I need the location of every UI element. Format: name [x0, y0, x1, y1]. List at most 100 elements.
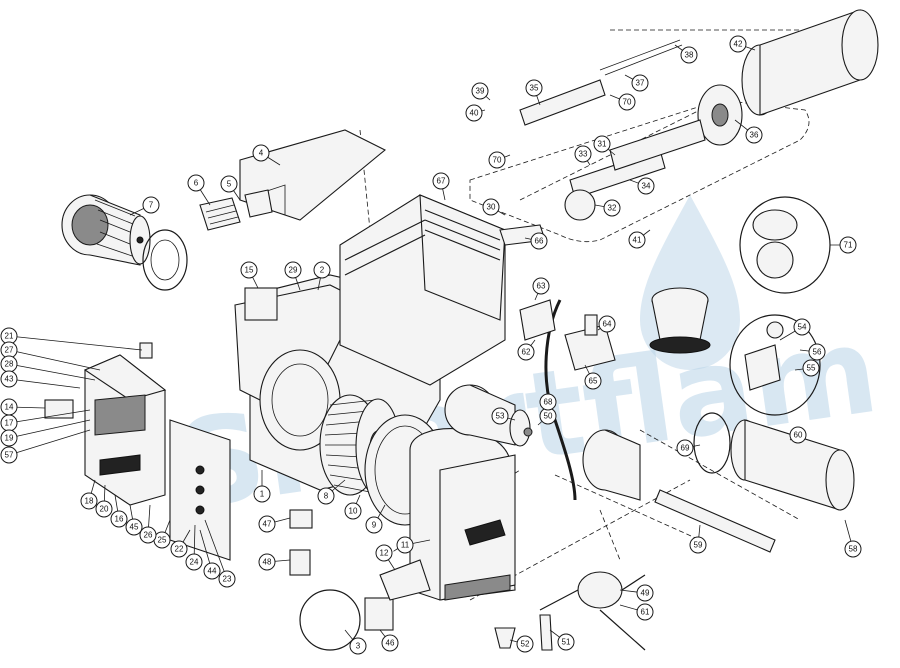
coil-46 [364, 597, 394, 631]
callout-51: 51 [557, 633, 575, 651]
callout-label: 10 [349, 507, 358, 516]
callout-circle [344, 502, 362, 520]
callout-19: 19 [0, 429, 18, 447]
callout-label: 33 [579, 150, 588, 159]
diffuser-disc [697, 84, 743, 146]
callout-label: 52 [521, 640, 530, 649]
callout-60: 60 [789, 426, 807, 444]
callout-48: 48 [258, 553, 276, 571]
callout-label: 4 [259, 149, 264, 158]
callout-label: 43 [5, 375, 14, 384]
callout-circle [471, 82, 489, 100]
ignition-electrode [654, 489, 776, 553]
callout-circle [636, 584, 654, 602]
callout-label: 51 [562, 638, 571, 647]
callout-label: 48 [263, 558, 272, 567]
callout-62: 62 [517, 343, 535, 361]
damper-box [409, 428, 516, 601]
callout-label: 46 [386, 639, 395, 648]
callout-circle [593, 135, 611, 153]
callout-circle [637, 177, 655, 195]
callout-label: 14 [5, 403, 14, 412]
control-box [83, 354, 167, 506]
callout-circle [532, 277, 550, 295]
callout-34: 34 [637, 177, 655, 195]
combustion-tube [730, 419, 855, 511]
callout-3: 3 [349, 637, 367, 655]
callout-49: 49 [636, 584, 654, 602]
callout-17: 17 [0, 414, 18, 432]
callout-label: 30 [487, 203, 496, 212]
callout-label: 36 [750, 131, 759, 140]
regulator-valve [564, 314, 616, 371]
callout-label: 65 [589, 377, 598, 386]
callout-7: 7 [142, 196, 160, 214]
callout-70: 70 [618, 93, 636, 111]
callout-label: 68 [544, 398, 553, 407]
callout-circle [525, 79, 543, 97]
callout-label: 1 [260, 490, 265, 499]
callout-1: 1 [253, 485, 271, 503]
callout-label: 29 [289, 266, 298, 275]
relay-47 [289, 509, 313, 529]
callout-circle [539, 393, 557, 411]
callout-circle [110, 510, 128, 528]
callout-circle [220, 175, 238, 193]
callout-label: 8 [324, 492, 329, 501]
callout-label: 18 [85, 497, 94, 506]
callout-4: 4 [252, 144, 270, 162]
knob-21 [139, 342, 153, 359]
callout-circle [349, 637, 367, 655]
blast-tube [741, 9, 879, 116]
leader-line [8, 363, 96, 381]
callout-label: 58 [849, 545, 858, 554]
callout-45: 45 [125, 518, 143, 536]
callout-circle [253, 485, 271, 503]
callout-circle [808, 343, 826, 361]
callout-circle [313, 261, 331, 279]
callout-23: 23 [218, 570, 236, 588]
gasket-69 [693, 412, 731, 474]
callout-29: 29 [284, 261, 302, 279]
callout-label: 15 [245, 266, 254, 275]
callout-circle [598, 315, 616, 333]
callout-label: 17 [5, 419, 14, 428]
callout-59: 59 [689, 536, 707, 554]
callout-33: 33 [574, 145, 592, 163]
callout-6: 6 [187, 174, 205, 192]
callout-label: 71 [844, 241, 853, 250]
callout-55: 55 [802, 359, 820, 377]
servomotor [379, 559, 431, 601]
pressure-switch [539, 571, 646, 651]
callout-label: 55 [807, 364, 816, 373]
callout-circle [530, 232, 548, 250]
callout-circle [139, 526, 157, 544]
callout-label: 7 [149, 201, 154, 210]
callout-67: 67 [432, 172, 450, 190]
callout-circle [465, 104, 483, 122]
leader-line [8, 335, 143, 351]
callout-44: 44 [203, 562, 221, 580]
callout-circle [745, 126, 763, 144]
callout-circle [789, 426, 807, 444]
callout-12: 12 [375, 544, 393, 562]
callout-label: 6 [194, 179, 199, 188]
callout-circle [516, 635, 534, 653]
callout-68: 68 [539, 393, 557, 411]
callout-label: 66 [535, 237, 544, 246]
callout-56: 56 [808, 343, 826, 361]
callout-circle [375, 544, 393, 562]
callout-circle [0, 446, 18, 464]
fitting-51 [539, 614, 553, 651]
filter-parts [199, 189, 273, 231]
callout-58: 58 [844, 540, 862, 558]
callout-circle [432, 172, 450, 190]
callout-label: 37 [636, 79, 645, 88]
callout-2: 2 [313, 261, 331, 279]
callout-10: 10 [344, 502, 362, 520]
callout-circle [517, 343, 535, 361]
leader-line [8, 429, 91, 456]
callout-26: 26 [139, 526, 157, 544]
callout-circle [317, 487, 335, 505]
